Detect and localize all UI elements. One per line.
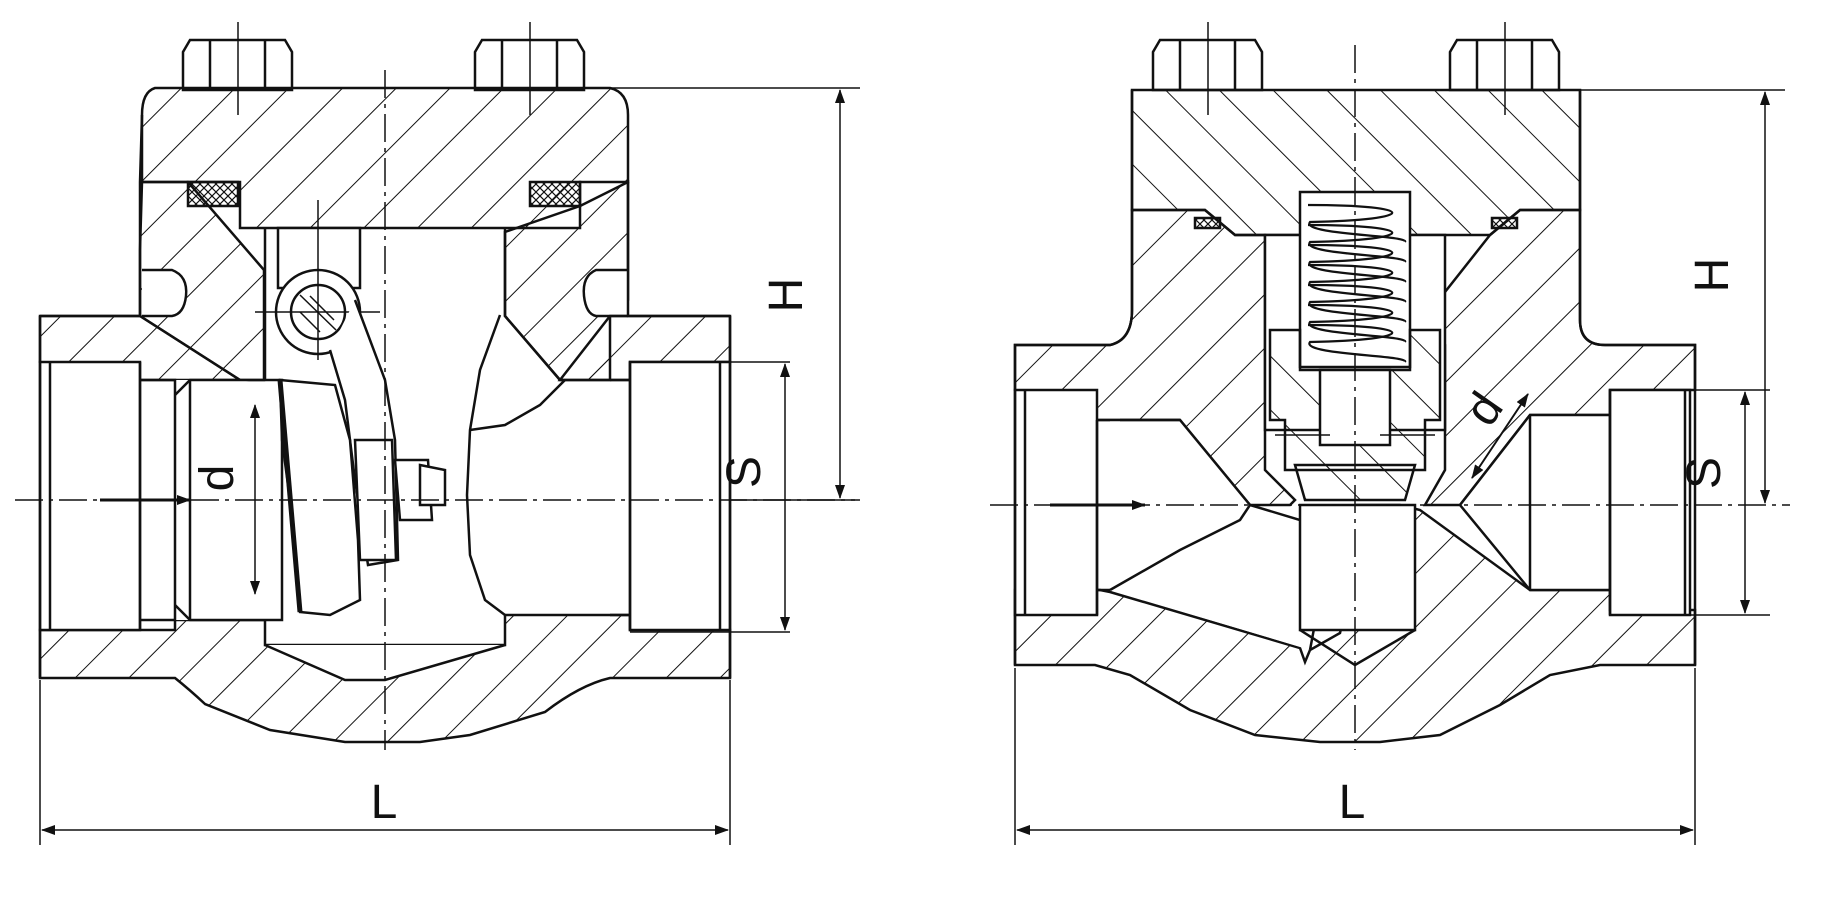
left-label-L: L xyxy=(371,776,398,829)
right-valve-view xyxy=(990,22,1790,845)
right-label-H: H xyxy=(1686,258,1739,293)
left-valve-view xyxy=(15,22,860,845)
right-label-L: L xyxy=(1339,776,1366,829)
left-label-d: d xyxy=(191,465,244,492)
left-label-S: S xyxy=(718,456,771,488)
right-spring xyxy=(1307,203,1407,364)
left-gasket-2 xyxy=(528,180,582,208)
right-dim-d-line xyxy=(1471,393,1529,479)
right-label-S: S xyxy=(1678,457,1731,489)
left-label-H: H xyxy=(760,278,813,313)
